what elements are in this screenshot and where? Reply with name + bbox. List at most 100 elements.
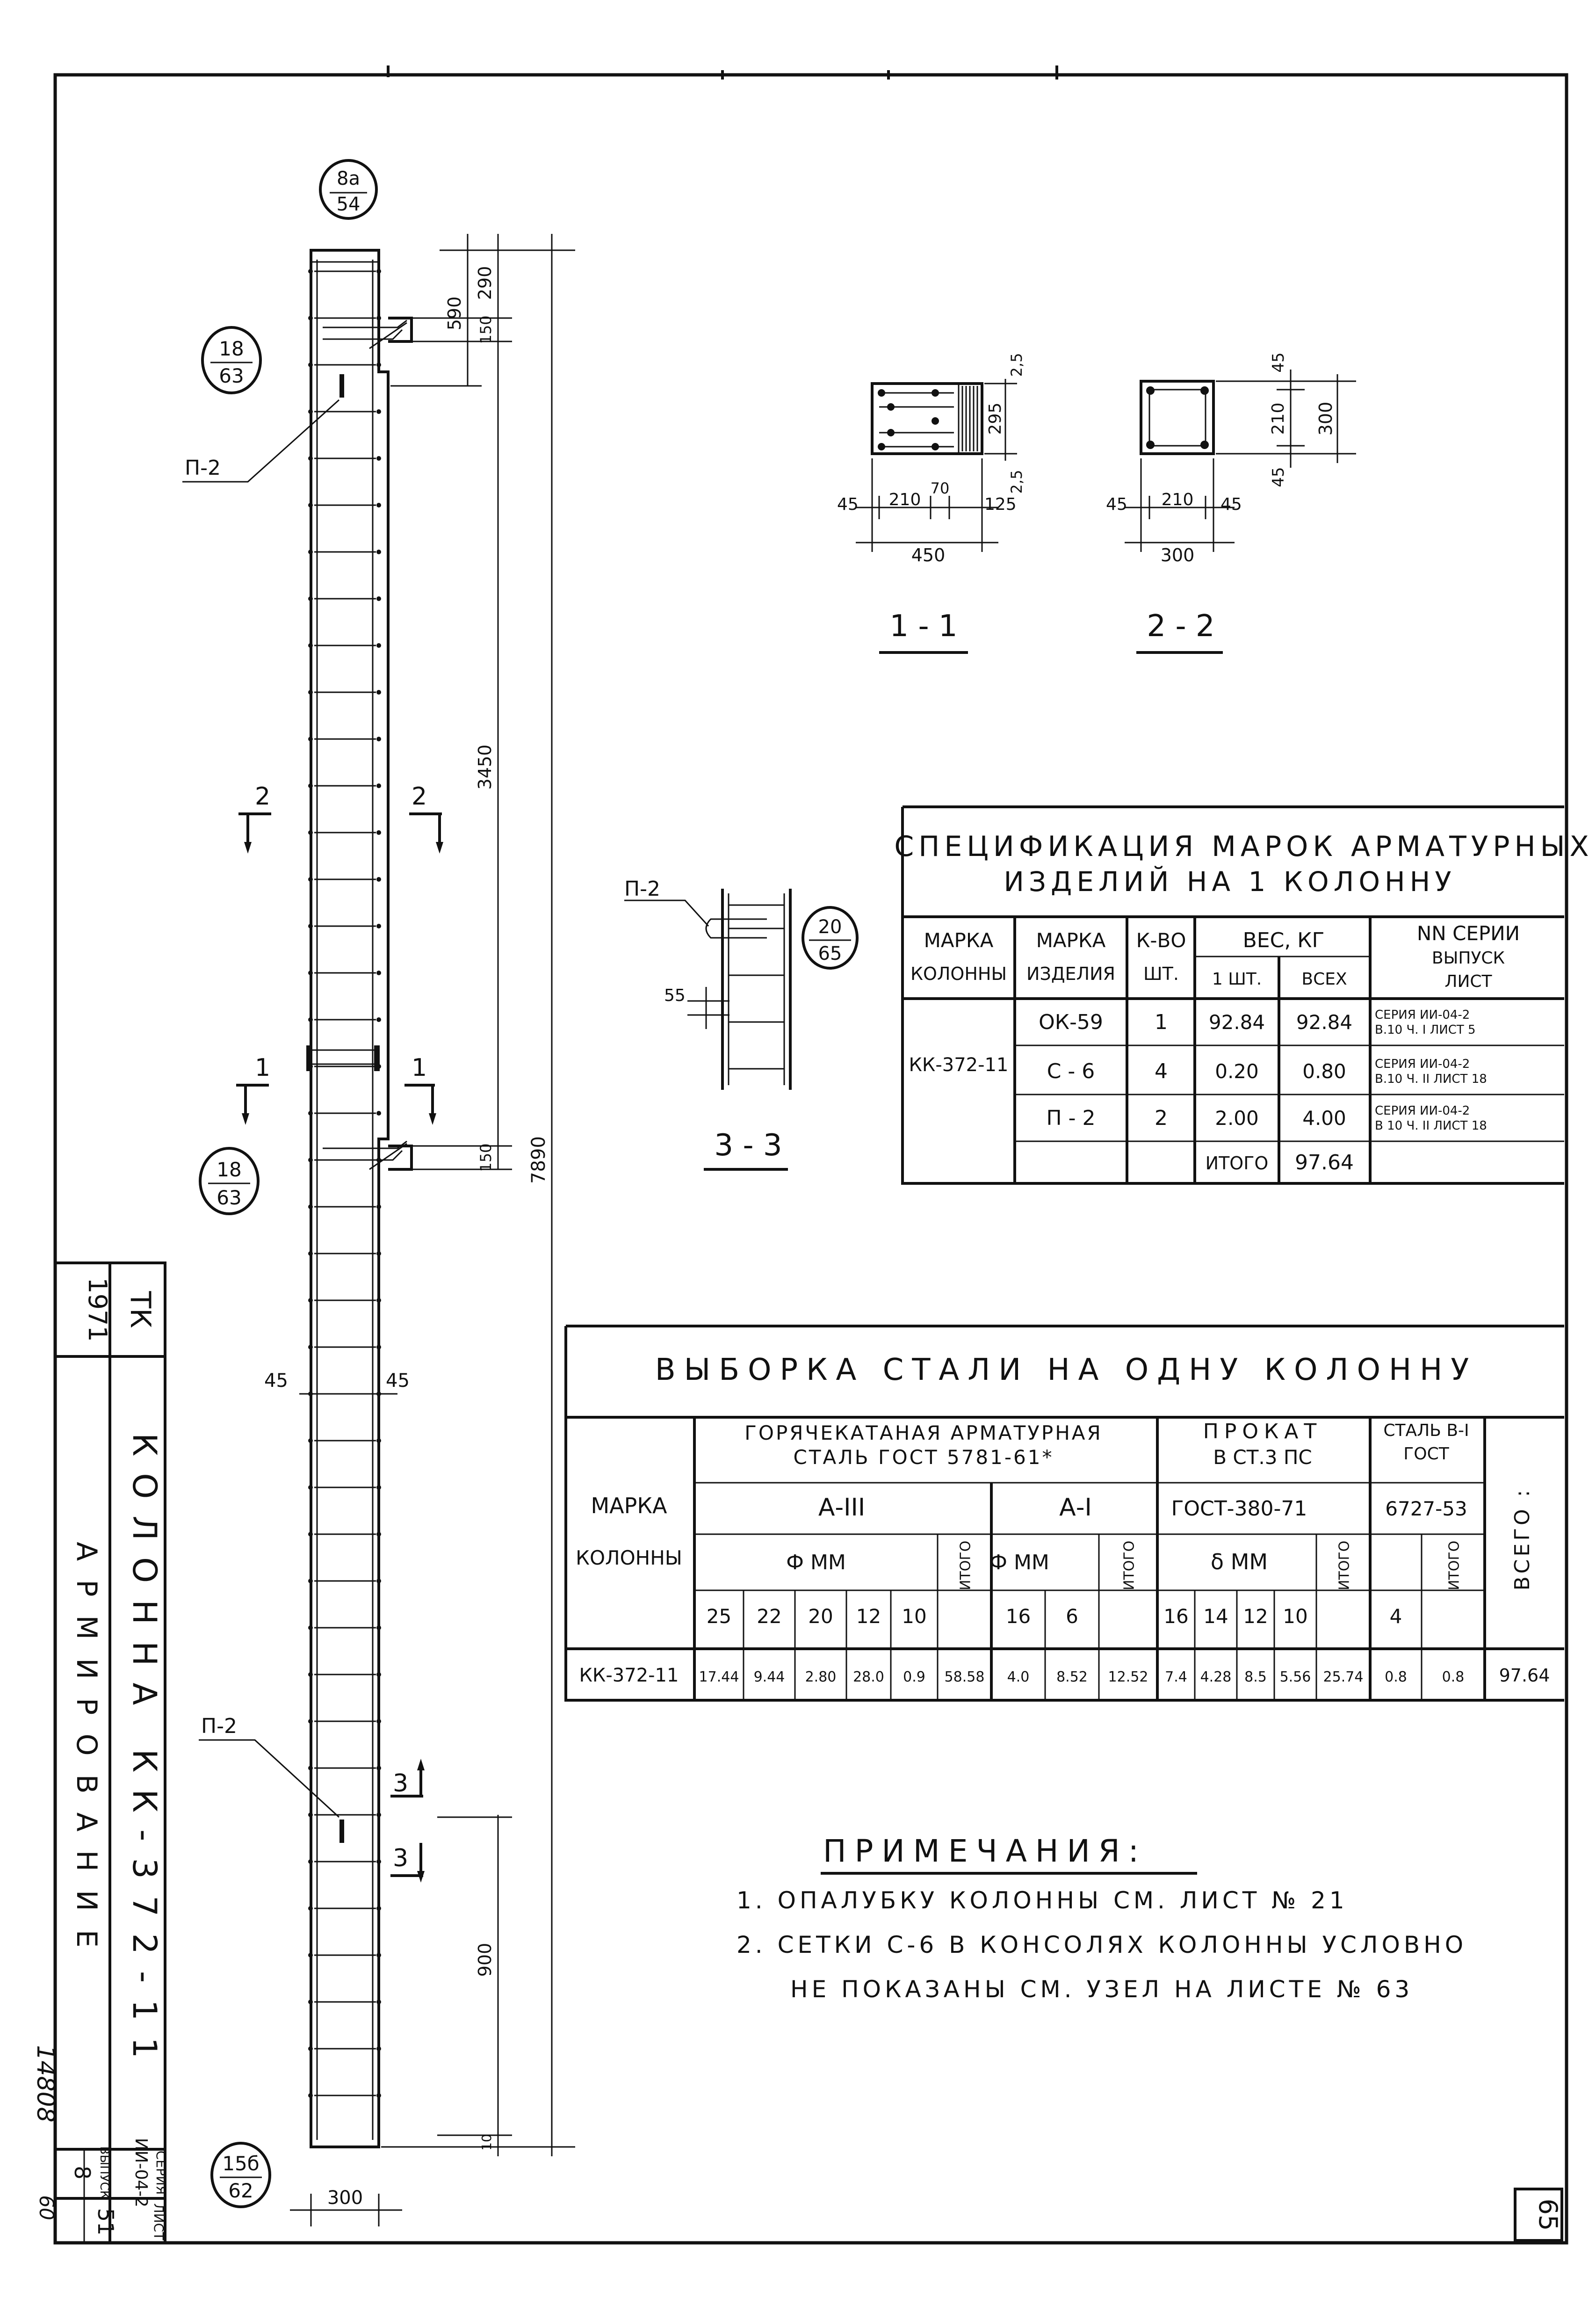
lifting-loop-lower [339, 1820, 344, 1843]
diameter-header: 16 [1163, 1605, 1188, 1628]
svg-text:NN СЕРИИ: NN СЕРИИ [1417, 922, 1520, 945]
diameter-header: 10 [902, 1605, 926, 1628]
svg-text:ВЫБОРКА СТАЛИ НА ОДНУ КОЛОННУ: ВЫБОРКА СТАЛИ НА ОДНУ КОЛОННУ [655, 1353, 1477, 1387]
bar-dot [376, 1625, 381, 1630]
bar-dot [308, 830, 313, 835]
svg-text:СПЕЦИФИКАЦИЯ МАРОК АРМАТУРНЫХ: СПЕЦИФИКАЦИЯ МАРОК АРМАТУРНЫХ [894, 830, 1593, 863]
diameter-header: 10 [1283, 1605, 1307, 1628]
diameter-header: ИТОГО [1446, 1541, 1463, 1590]
svg-text:ШТ.: ШТ. [1143, 964, 1179, 984]
bar-dot [308, 550, 313, 554]
bar-dot [308, 1251, 313, 1256]
bar-dot [308, 1579, 313, 1583]
notes: ПРИМЕЧАНИЯ: 1. ОПАЛУБКУ КОЛОННЫ СМ. ЛИСТ… [737, 1833, 1463, 2003]
bar-dot [308, 1812, 313, 1817]
stirrups [308, 269, 381, 2098]
bar-dot [376, 596, 381, 601]
svg-text:3: 3 [393, 1769, 408, 1798]
bar-dot [376, 830, 381, 835]
spec-cell-w1: 0.20 [1215, 1060, 1259, 1083]
bar-dot [376, 1719, 381, 1724]
cover-dimensions: 45 45 [264, 1370, 410, 1408]
spec-cell-ref2: В.10 Ч. I ЛИСТ 5 [1375, 1023, 1476, 1037]
svg-text:ИТОГО: ИТОГО [1206, 1153, 1269, 1174]
steel-value-cell: 4.28 [1200, 1669, 1232, 1685]
svg-text:55: 55 [664, 986, 686, 1005]
bar-dot [376, 503, 381, 507]
svg-text:150: 150 [477, 1143, 495, 1172]
svg-text:10: 10 [479, 2134, 494, 2151]
spec-cell-wall: 0.80 [1302, 1060, 1346, 1083]
diameter-header: 22 [757, 1605, 781, 1628]
diameter-header: 25 [707, 1605, 731, 1628]
diameter-header: 14 [1203, 1605, 1228, 1628]
svg-text:45: 45 [837, 495, 859, 514]
svg-text:65: 65 [818, 943, 842, 964]
svg-text:63: 63 [217, 1186, 241, 1209]
svg-text:ИЗДЕЛИЯ: ИЗДЕЛИЯ [1026, 964, 1115, 984]
svg-text:ПРОКАТ: ПРОКАТ [1203, 1420, 1322, 1443]
svg-text:210: 210 [1269, 403, 1288, 435]
steel-value-cell: 5.56 [1280, 1669, 1311, 1685]
section-3-3-label: 3 - 3 [714, 1128, 782, 1163]
svg-text:45: 45 [264, 1370, 288, 1392]
bar-dot [308, 1204, 313, 1209]
bar-dot [376, 1204, 381, 1209]
bar-dot [308, 971, 313, 975]
svg-text:20: 20 [818, 916, 842, 938]
svg-text:А-III: А-III [818, 1493, 865, 1522]
svg-text:51: 51 [93, 2208, 118, 2236]
bar-dot [376, 316, 381, 320]
console-lower-net [323, 1140, 407, 1170]
svg-text:2,5: 2,5 [1008, 470, 1025, 494]
svg-text:3450: 3450 [475, 745, 495, 790]
sheet-border [53, 73, 1568, 2245]
steel-value-cell: 4.0 [1007, 1669, 1030, 1685]
svg-text:125: 125 [984, 495, 1017, 514]
bar-dot [308, 1859, 313, 1864]
spec-cell-item: ОК-59 [1039, 1010, 1103, 1034]
bar-dot [376, 456, 381, 461]
bar-dot [376, 690, 381, 695]
bar-dot [376, 1298, 381, 1303]
svg-text:70: 70 [931, 479, 950, 497]
section-2-2-label: 2 - 2 [1147, 609, 1214, 644]
svg-text:ВСЕХ: ВСЕХ [1301, 970, 1347, 989]
console-upper-net [323, 319, 407, 349]
bar-dot [308, 1906, 313, 1911]
bar-dot [376, 1532, 381, 1537]
spec-cell-w1: 2.00 [1215, 1107, 1259, 1130]
section-2-2: 45 210 45 300 45 210 45 300 2 - 2 [1106, 352, 1356, 654]
steel-value-cell: 8.5 [1244, 1669, 1267, 1685]
steel-value-cell: 58.58 [945, 1669, 985, 1685]
steel-value-cell: 0.9 [903, 1669, 925, 1685]
svg-text:210: 210 [1162, 490, 1194, 509]
bar-dot [376, 2046, 381, 2051]
svg-text:295: 295 [986, 403, 1005, 435]
dim-chain-right: 590 290 150 3450 150 7890 900 10 [381, 234, 575, 2156]
bar-dot [308, 877, 313, 882]
cut-marker-1-left: 1 [236, 1054, 270, 1125]
svg-text:450: 450 [911, 545, 946, 565]
diameter-header: ИТОГО [1121, 1541, 1138, 1590]
svg-text:290: 290 [475, 266, 495, 300]
spec-cell-wall: 92.84 [1296, 1011, 1352, 1034]
section-3-3: П-2 20 65 55 3 - 3 [624, 877, 859, 1171]
spec-cell-item: С - 6 [1047, 1059, 1095, 1083]
spec-cell-wall: 4.00 [1302, 1107, 1346, 1130]
steel-value-cell: 9.44 [754, 1669, 785, 1685]
svg-text:300: 300 [1161, 545, 1195, 565]
lifting-loop-upper [339, 374, 344, 398]
svg-text:62: 62 [228, 2179, 253, 2202]
svg-text:Ф ММ: Ф ММ [786, 1551, 846, 1574]
bar-dot [376, 2000, 381, 2004]
bar-dot [376, 1766, 381, 1770]
cut-marker-3-lower: 3 [390, 1843, 425, 1883]
svg-text:63: 63 [219, 364, 244, 387]
console-lower [388, 1145, 413, 1171]
bar-dot [308, 409, 313, 414]
svg-text:45: 45 [1269, 467, 1288, 487]
svg-text:П-2: П-2 [624, 877, 660, 901]
bar-dot [308, 783, 313, 788]
svg-text:590: 590 [444, 297, 465, 331]
